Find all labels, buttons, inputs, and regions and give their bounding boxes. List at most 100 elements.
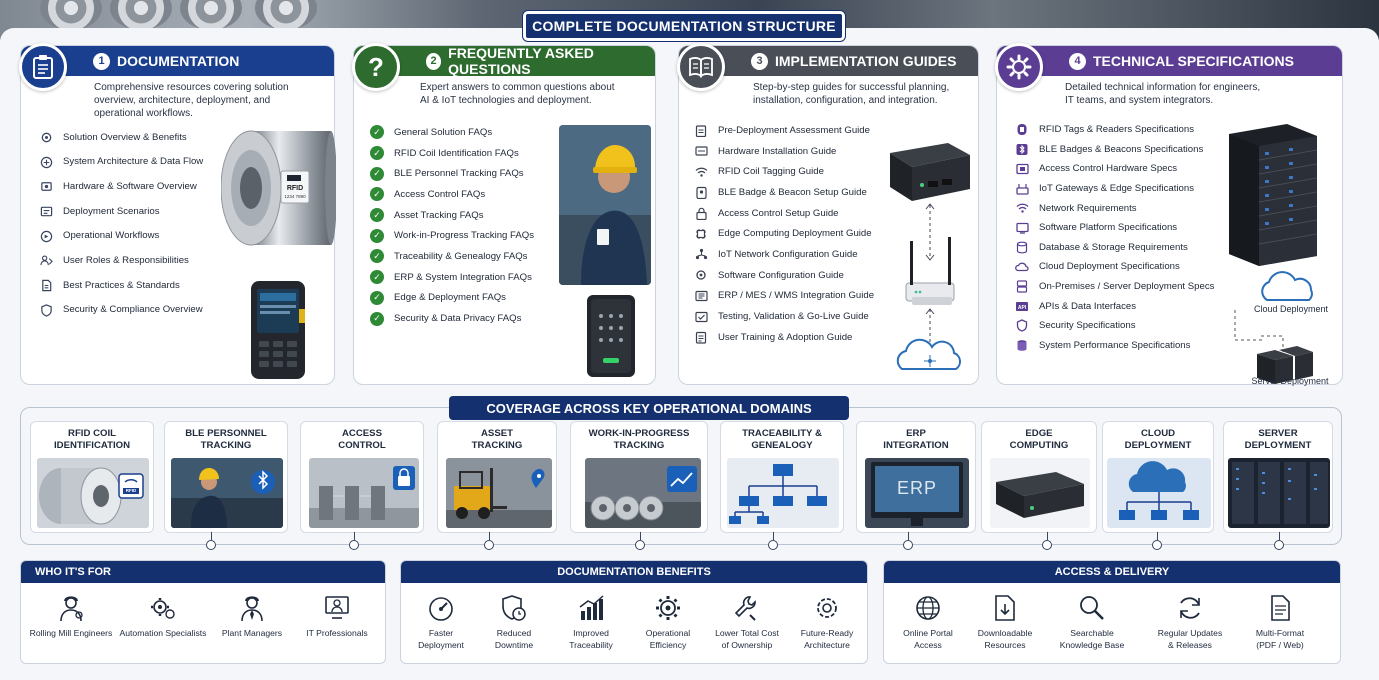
list-item[interactable]: ✓Asset Tracking FAQs [370,205,534,226]
bluetooth-icon [1015,142,1029,156]
list-item[interactable]: System Performance Specifications [1015,336,1214,356]
list-item[interactable]: IoT Gateways & Edge Specifications [1015,179,1214,199]
access-control-icon [1015,162,1029,176]
list-item[interactable]: Security Specifications [1015,316,1214,336]
cloud-deployment-label: Cloud Deployment [1253,304,1329,314]
test-icon [694,310,708,324]
connector-line [908,532,909,540]
list-item[interactable]: BLE Badge & Beacon Setup Guide [694,182,874,203]
section-description: Detailed technical information for engin… [1065,82,1261,106]
list-item[interactable]: BLE Badges & Beacons Specifications [1015,140,1214,160]
list-item[interactable]: Software Configuration Guide [694,265,874,286]
gear-icon [694,268,708,282]
api-icon: API [1015,299,1029,313]
server-rack-image [1223,122,1321,268]
connector-dot [903,540,913,550]
list-item[interactable]: Security & Compliance Overview [39,298,203,323]
section-number: 1 [93,52,110,70]
list-item[interactable]: ✓Traceability & Genealogy FAQs [370,246,534,267]
connector-line [640,532,641,540]
list-item[interactable]: Software Platform Specifications [1015,218,1214,238]
wifi-icon [1015,201,1029,215]
checkmark-icon: ✓ [370,311,384,326]
coil-warehouse-image [585,458,701,528]
checkmark-icon: ✓ [370,166,384,181]
list-item[interactable]: Testing, Validation & Go-Live Guide [694,306,874,327]
list-item[interactable]: ✓Edge & Deployment FAQs [370,288,534,309]
connector-line [773,532,774,540]
list-item[interactable]: Access Control Setup Guide [694,203,874,224]
list-item[interactable]: Operational Workflows [39,224,203,249]
steel-coil-image: RFID [37,458,149,528]
rfid-tag-icon [1015,123,1029,137]
list-item[interactable]: ✓Access Control FAQs [370,184,534,205]
svg-text:API: API [1018,305,1027,311]
list-item[interactable]: RFID Coil Tagging Guide [694,161,874,182]
network-icon [39,155,53,169]
shield-clock-icon [499,593,529,623]
gear-icon [995,43,1043,91]
panel-header: 4 TECHNICAL SPECIFICATIONS [997,46,1342,76]
list-item[interactable]: Deployment Scenarios [39,199,203,224]
list-item[interactable]: ✓BLE Personnel Tracking FAQs [370,163,534,184]
list-item[interactable]: Cloud Deployment Specifications [1015,257,1214,277]
domain-card-traceability[interactable]: TRACEABILITY &GENEALOGY [720,421,844,533]
list-item[interactable]: ✓RFID Coil Identification FAQs [370,143,534,164]
list-item[interactable]: User Roles & Responsibilities [39,248,203,273]
file-icon [1265,593,1295,623]
connector-dot [1274,540,1284,550]
connector-line [489,532,490,540]
list-item[interactable]: System Architecture & Data Flow [39,150,203,175]
connector-dot [768,540,778,550]
document-icon [39,278,53,292]
refresh-icon [1175,593,1205,623]
software-icon [1015,221,1029,235]
list-item[interactable]: Edge Computing Deployment Guide [694,223,874,244]
list-item[interactable]: Best Practices & Standards [39,273,203,298]
connector-line [211,532,212,540]
list-item[interactable]: ERP / MES / WMS Integration Guide [694,286,874,307]
list-item[interactable]: ✓Security & Data Privacy FAQs [370,308,534,329]
database-icon [1015,338,1029,352]
list-item[interactable]: Database & Storage Requirements [1015,238,1214,258]
list-item[interactable]: On-Premises / Server Deployment Specs [1015,277,1214,297]
list-item[interactable]: User Training & Adoption Guide [694,327,874,348]
list-item[interactable]: ✓General Solution FAQs [370,122,534,143]
genealogy-tree-icon [727,458,839,528]
list-item[interactable]: Network Requirements [1015,198,1214,218]
checkmark-icon: ✓ [370,290,384,305]
deployment-icon [39,204,53,218]
list-item[interactable]: Pre-Deployment Assessment Guide [694,120,874,141]
checkmark-icon: ✓ [370,125,384,140]
delivery-item[interactable]: Multi-Format(PDF / Web) [1240,593,1320,651]
list-item[interactable]: RFID Tags & Readers Specifications [1015,120,1214,140]
connector-line [1047,532,1048,540]
delivery-item[interactable]: Regular Updates& Releases [1148,593,1232,651]
list-item[interactable]: Hardware Installation Guide [694,141,874,162]
list-item[interactable]: ✓ERP & System Integration FAQs [370,267,534,288]
section-number: 4 [1069,52,1086,70]
list-item[interactable]: Access Control Hardware Specs [1015,159,1214,179]
list-item[interactable]: IoT Network Configuration Guide [694,244,874,265]
connector-line [1279,532,1280,540]
connector-line [354,532,355,540]
list-item[interactable]: Solution Overview & Benefits [39,125,203,150]
implementation-panel: 3 IMPLEMENTATION GUIDES Step-by-step gui… [677,43,979,385]
list-item[interactable]: Hardware & Software Overview [39,174,203,199]
list-item[interactable]: ✓Work-in-Progress Tracking FAQs [370,225,534,246]
